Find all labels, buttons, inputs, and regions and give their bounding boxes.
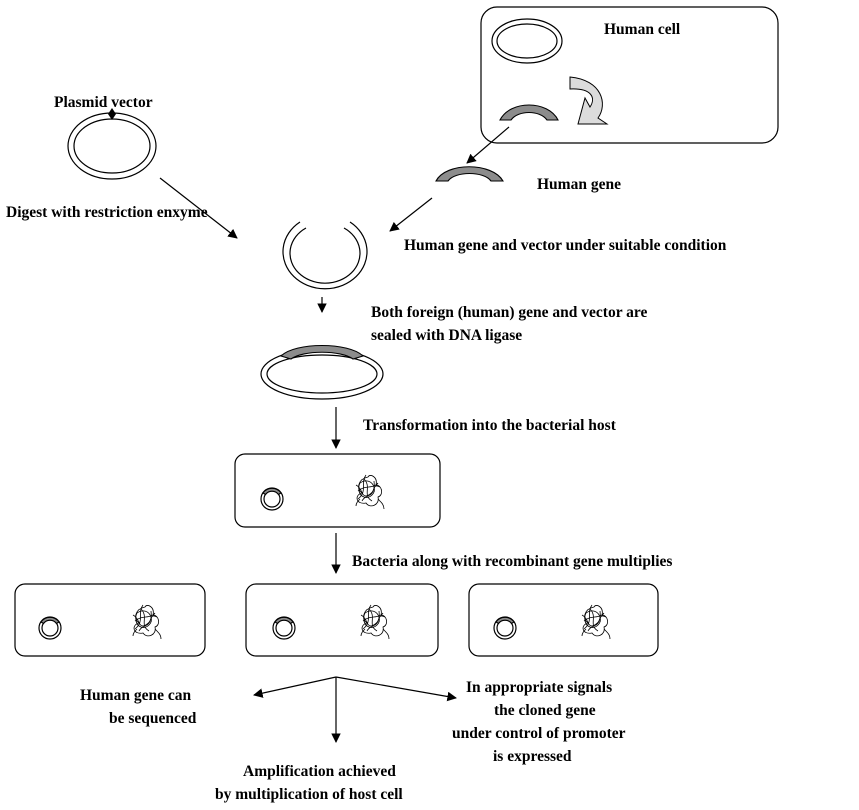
cut-vector (282, 221, 368, 290)
human-cell-dna-inner (496, 23, 558, 59)
amplification-label-line1: Amplification achieved (243, 763, 396, 780)
human-cell-box (480, 6, 779, 144)
sequenced-label-line2: be sequenced (109, 710, 197, 727)
bacterial-host (234, 453, 441, 528)
digest-label: Digest with restriction enxyme (6, 204, 208, 221)
human-cell-label: Human cell (604, 21, 681, 38)
bacterial-host-box (234, 453, 441, 528)
sequenced-label-line1: Human gene can (80, 687, 191, 704)
expressed-label-line4: is expressed (493, 748, 572, 765)
arrow-gene-out-of-cell (466, 126, 510, 164)
ligase-label-line1: Both foreign (human) gene and vector are (371, 304, 648, 321)
arrow-gene-to-cut (389, 197, 433, 232)
recombinant-plasmid (260, 344, 384, 400)
expressed-label-line3: under control of promoter (452, 725, 626, 742)
daughter-cell-1 (14, 583, 206, 657)
restriction-site-marker (108, 108, 116, 120)
multiplies-label: Bacteria along with recombinant gene mul… (352, 553, 672, 570)
plasmid-vector-label: Plasmid vector (54, 94, 153, 111)
daughter-cell-2 (245, 583, 439, 657)
expressed-label-line2: the cloned gene (494, 702, 596, 719)
curved-arrow-icon (569, 76, 609, 125)
arrow-plasmid-to-cut (159, 177, 238, 239)
amplification-label-line2: by multiplication of host cell (215, 786, 403, 803)
arrow-to-sequenced (253, 676, 337, 698)
suitable-condition-label: Human gene and vector under suitable con… (404, 237, 727, 254)
human-cell: Human cell (480, 6, 779, 144)
transformation-label: Transformation into the bacterial host (363, 417, 617, 434)
human-gene-label: Human gene (537, 176, 621, 193)
daughter-cell-3 (468, 583, 659, 657)
expressed-label-line1: In appropriate signals (466, 679, 612, 696)
arrow-to-expressed (335, 676, 457, 702)
human-gene: Human gene (435, 166, 621, 193)
plasmid-vector: Plasmid vector (54, 94, 157, 180)
human-cell-dna-outer (491, 18, 563, 64)
ligase-label-line2: sealed with DNA ligase (371, 327, 522, 344)
excised-gene-in-cell (499, 104, 559, 121)
